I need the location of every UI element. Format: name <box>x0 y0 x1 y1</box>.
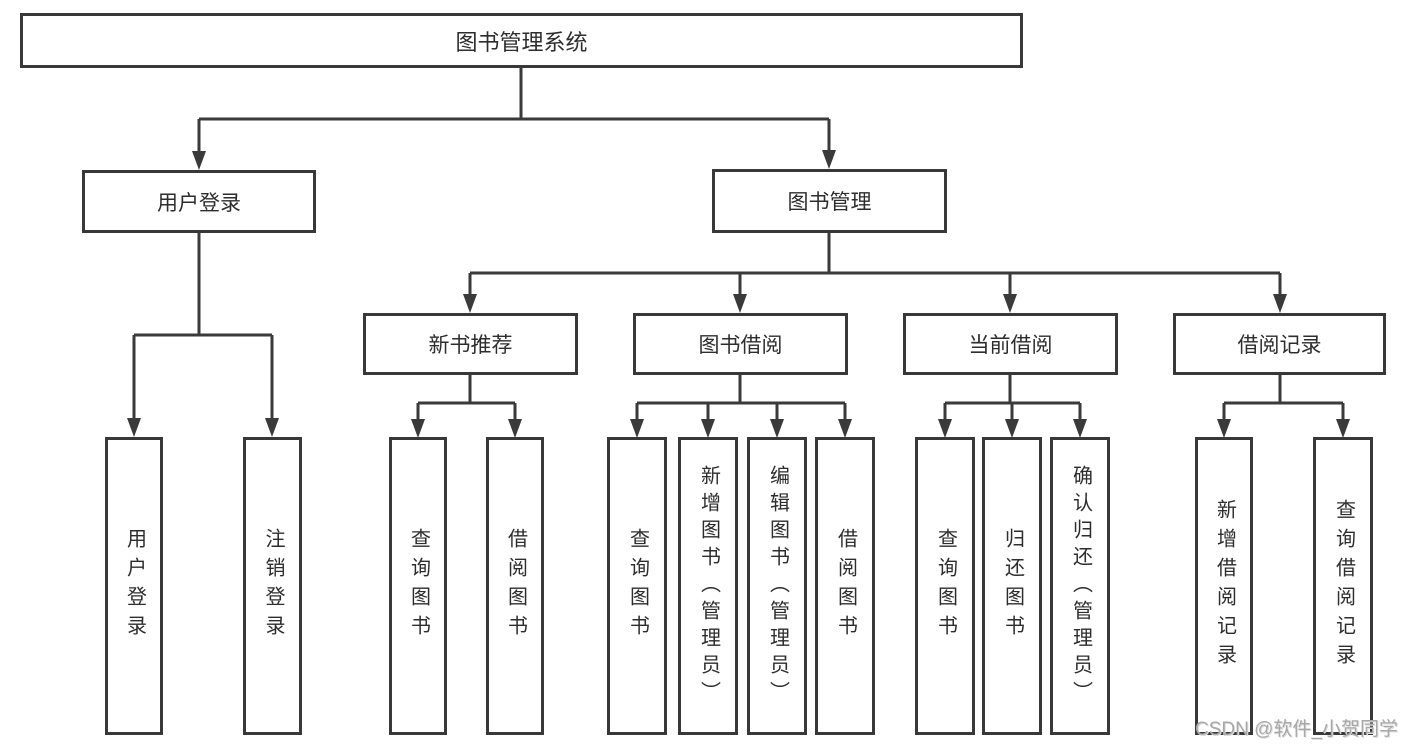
leaf-return-books: 归还图书 <box>982 437 1042 735</box>
arrowhead <box>127 418 141 437</box>
arrowhead <box>701 419 715 438</box>
leaf-add-borrow-record-label: 新增借阅记录 <box>1213 499 1236 673</box>
leaf-borrow-books-2-label: 借阅图书 <box>834 528 857 644</box>
arrowhead <box>411 419 425 438</box>
arrowhead <box>463 294 477 313</box>
leaf-query-books-1-label: 查询图书 <box>407 528 430 644</box>
leaf-query-borrow-record-label: 查询借阅记录 <box>1332 499 1355 673</box>
arrowhead <box>770 419 784 438</box>
arrowhead <box>1217 419 1231 438</box>
connector-root-to-level2 <box>197 68 831 152</box>
connector-book-borrowing-children <box>635 375 847 420</box>
leaf-user-login: 用户登录 <box>105 437 163 735</box>
node-book-borrowing: 图书借阅 <box>633 313 848 375</box>
connector-user-login-children <box>132 233 274 419</box>
connector-borrowing-records-children <box>1222 375 1345 420</box>
connector-book-management-sections <box>468 233 1282 295</box>
arrowhead <box>265 418 279 437</box>
leaf-borrow-books-1: 借阅图书 <box>486 437 544 735</box>
arrowhead <box>1336 419 1350 438</box>
leaf-edit-books-admin-label: 编辑图书（管理员） <box>766 464 789 708</box>
arrowhead <box>508 419 522 438</box>
arrowhead <box>733 294 747 313</box>
node-new-book-recommend: 新书推荐 <box>363 313 578 375</box>
node-root-label: 图书管理系统 <box>455 29 588 55</box>
arrowhead <box>1003 294 1017 313</box>
node-new-book-recommend-label: 新书推荐 <box>428 334 513 357</box>
node-current-borrowing: 当前借阅 <box>903 313 1118 375</box>
arrowhead <box>1005 419 1019 438</box>
node-root: 图书管理系统 <box>20 13 1023 68</box>
node-user-login-label: 用户登录 <box>157 191 241 215</box>
leaf-add-books-admin-label: 新增图书（管理员） <box>697 464 720 708</box>
leaf-borrow-books-1-label: 借阅图书 <box>504 528 527 644</box>
leaf-add-books-admin: 新增图书（管理员） <box>678 437 738 735</box>
leaf-logout: 注销登录 <box>243 437 302 735</box>
leaf-query-books-3: 查询图书 <box>915 437 975 735</box>
connector-current-borrowing-children <box>943 375 1082 420</box>
leaf-confirm-return-admin: 确认归还（管理员） <box>1050 437 1110 735</box>
connector-new-book-children <box>416 375 517 420</box>
leaf-borrow-books-2: 借阅图书 <box>815 437 875 735</box>
leaf-add-borrow-record: 新增借阅记录 <box>1195 437 1253 735</box>
node-user-login: 用户登录 <box>82 170 316 233</box>
node-current-borrowing-label: 当前借阅 <box>968 334 1053 357</box>
leaf-user-login-label: 用户登录 <box>123 528 146 644</box>
leaf-query-borrow-record: 查询借阅记录 <box>1313 437 1373 735</box>
arrowhead <box>838 419 852 438</box>
node-borrowing-records: 借阅记录 <box>1173 313 1386 375</box>
arrowhead <box>938 419 952 438</box>
leaf-return-books-label: 归还图书 <box>1001 528 1024 644</box>
leaf-query-books-3-label: 查询图书 <box>934 528 957 644</box>
node-book-management-label: 图书管理 <box>787 191 872 214</box>
leaf-confirm-return-admin-label: 确认归还（管理员） <box>1069 464 1092 708</box>
arrowhead <box>630 419 644 438</box>
arrowhead <box>192 151 206 170</box>
leaf-query-books-2-label: 查询图书 <box>626 528 649 644</box>
leaf-query-books-1: 查询图书 <box>389 437 447 735</box>
node-borrowing-records-label: 借阅记录 <box>1237 334 1322 357</box>
leaf-logout-label: 注销登录 <box>262 528 284 644</box>
leaf-query-books-2: 查询图书 <box>607 437 667 735</box>
leaf-edit-books-admin: 编辑图书（管理员） <box>747 437 807 735</box>
arrowhead <box>1073 419 1087 438</box>
arrowhead <box>822 150 836 169</box>
arrowhead <box>1273 294 1287 313</box>
node-book-management: 图书管理 <box>712 169 947 233</box>
csdn-watermark: CSDN @软件_小贺同学 <box>1195 719 1398 740</box>
node-book-borrowing-label: 图书借阅 <box>698 334 783 357</box>
